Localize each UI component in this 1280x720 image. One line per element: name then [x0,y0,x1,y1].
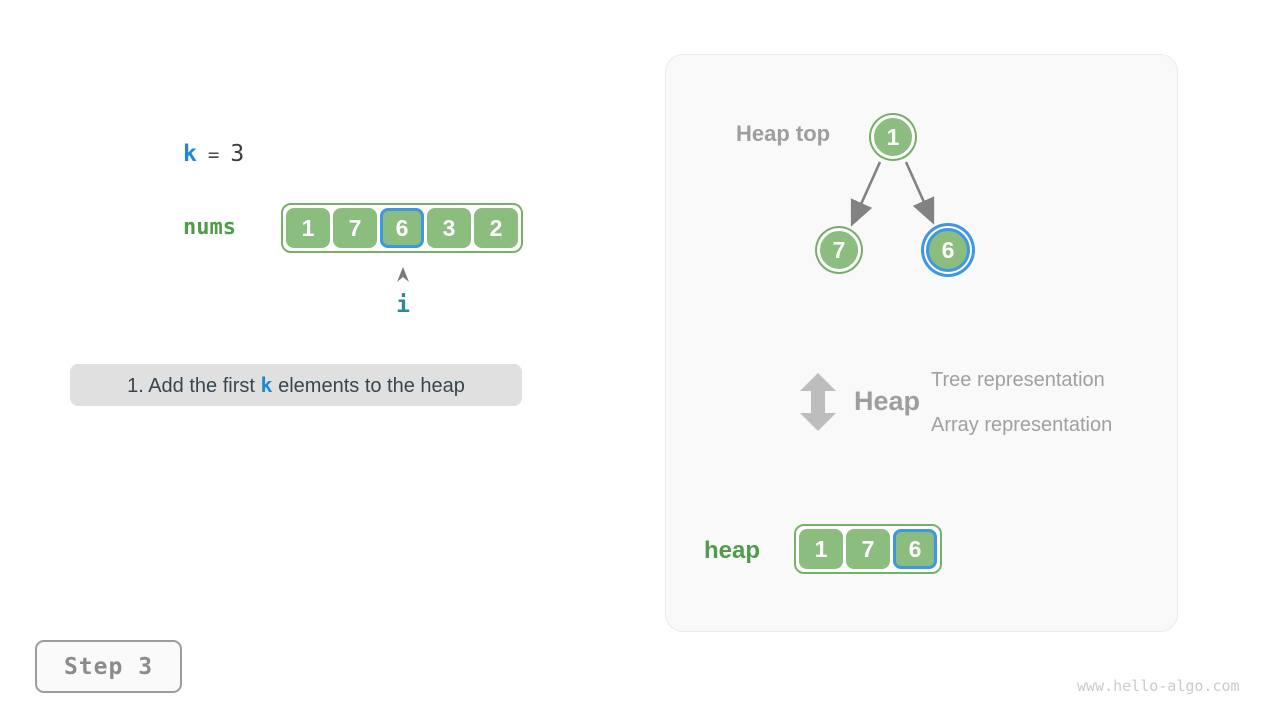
k-variable: k [183,141,197,167]
heap-panel: Heap top 1 7 6 Heap Tree representation … [665,54,1178,632]
watermark: www.hello-algo.com [1077,677,1240,695]
caption-prefix: 1. Add the first [127,375,261,397]
nums-cell-0: 1 [286,208,330,248]
k-value: 3 [230,141,245,167]
equals-sign: = [207,144,220,166]
nums-cell-3: 3 [427,208,471,248]
k-equation: k = 3 [183,141,244,167]
heap-array-label: heap [704,537,761,564]
heap-cell-2-highlighted: 6 [893,529,937,569]
nums-cell-1: 7 [333,208,377,248]
heap-array: 1 7 6 [794,524,942,574]
caption-k-variable: k [260,373,273,397]
tree-node-left-child: 7 [817,228,861,272]
nums-array: 1 7 6 3 2 [281,203,523,253]
nums-cell-2-highlighted: 6 [380,208,424,248]
nums-array-label: nums [183,215,236,240]
up-arrow-icon [397,267,409,282]
tree-edges [850,161,935,227]
tree-node-root: 1 [871,115,915,159]
heap-cell-0: 1 [799,529,843,569]
step-badge: Step 3 [35,640,182,693]
tree-node-right-child-highlighted: 6 [926,228,970,272]
up-down-arrow-icon [800,373,836,431]
tree-representation-label: Tree representation [931,369,1105,391]
index-pointer-label: i [396,292,410,318]
heap-top-label: Heap top [736,121,831,146]
heap-cell-1: 7 [846,529,890,569]
step-caption: 1. Add the first k elements to the heap [70,364,522,406]
heap-word-label: Heap [854,386,921,416]
array-representation-label: Array representation [931,414,1113,436]
caption-suffix: elements to the heap [272,375,465,397]
nums-cell-4: 2 [474,208,518,248]
